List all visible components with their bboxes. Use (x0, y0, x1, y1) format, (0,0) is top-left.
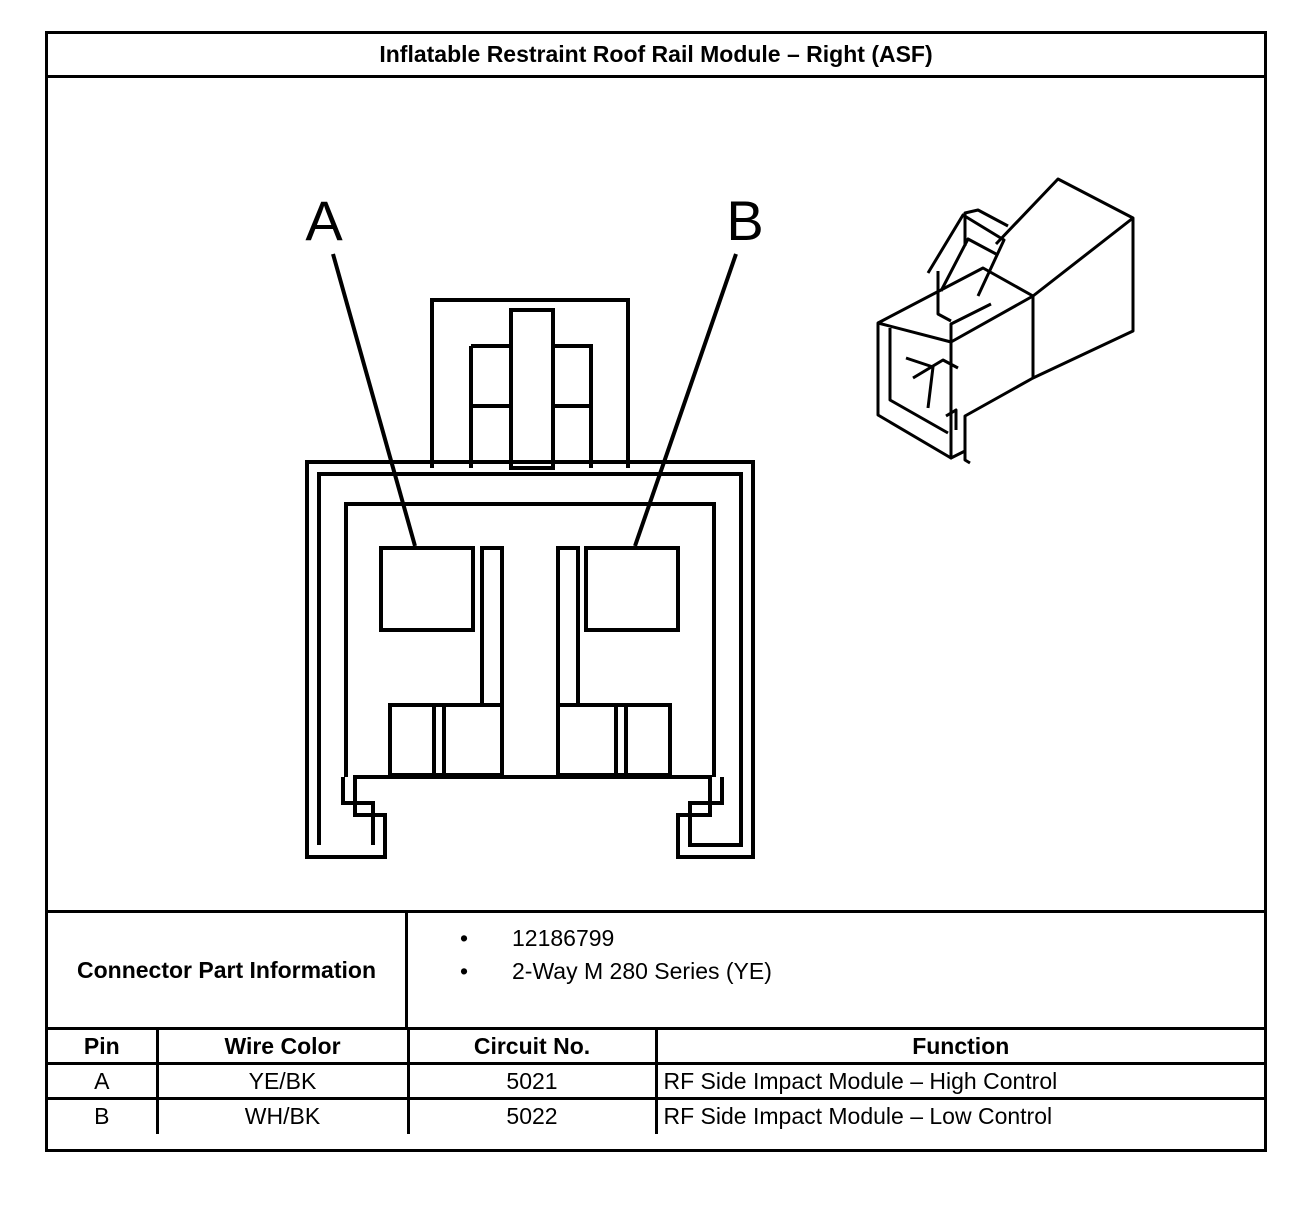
pin-cell: B (48, 1097, 159, 1134)
connector-part-info-list: • 12186799 • 2-Way M 280 Series (YE) (408, 913, 1264, 1027)
circuit-no-cell: 5021 (406, 1062, 658, 1100)
pinout-sheet: Inflatable Restraint Roof Rail Module – … (45, 31, 1267, 1152)
connector-part-info-label: Connector Part Information (48, 913, 408, 1027)
cavity-outline (344, 502, 716, 777)
pin-cell: A (48, 1062, 159, 1100)
terminal-b-rib (556, 546, 580, 707)
table-row: B WH/BK 5022 RF Side Impact Module – Low… (48, 1097, 1264, 1134)
wire-color-cell: WH/BK (155, 1097, 410, 1134)
connector-diagram: A B (48, 78, 1264, 910)
terminal-a-rib (480, 546, 504, 707)
connector-shell-outer (305, 460, 755, 859)
connector-series: 2-Way M 280 Series (YE) (512, 958, 772, 984)
pin-label-a: A (305, 189, 343, 252)
table-header-row: Pin Wire Color Circuit No. Function (48, 1027, 1264, 1065)
bullet-icon: • (460, 925, 469, 951)
connector-shell-inner (317, 472, 743, 847)
pin-label-b: B (726, 189, 763, 252)
column-header-circuit-no: Circuit No. (406, 1027, 658, 1065)
latch-center-slot (509, 308, 555, 470)
leader-line-a (331, 253, 417, 547)
column-header-wire-color: Wire Color (155, 1027, 410, 1065)
connector-part-info: Connector Part Information • 12186799 • 2-… (48, 910, 1264, 1027)
leader-line-b (633, 253, 738, 547)
connector-iso-view (876, 177, 1135, 465)
terminal-b (584, 546, 680, 632)
list-item: • 12186799 (460, 925, 614, 952)
bullet-icon: • (460, 958, 469, 984)
function-cell: RF Side Impact Module – Low Control (654, 1097, 1264, 1134)
column-header-pin: Pin (48, 1027, 159, 1065)
pin-table: Pin Wire Color Circuit No. Function A YE… (48, 1027, 1264, 1134)
column-header-function: Function (654, 1027, 1264, 1065)
list-item: • 2-Way M 280 Series (YE) (460, 958, 772, 985)
latch-tab (430, 298, 630, 468)
terminal-a (379, 546, 475, 632)
table-row: A YE/BK 5021 RF Side Impact Module – Hig… (48, 1062, 1264, 1100)
part-number: 12186799 (512, 925, 615, 951)
function-cell: RF Side Impact Module – High Control (654, 1062, 1264, 1100)
wire-color-cell: YE/BK (155, 1062, 410, 1100)
connector-face-drawing: A B (305, 177, 1135, 859)
circuit-no-cell: 5022 (406, 1097, 658, 1134)
sheet-title: Inflatable Restraint Roof Rail Module – … (48, 34, 1264, 78)
